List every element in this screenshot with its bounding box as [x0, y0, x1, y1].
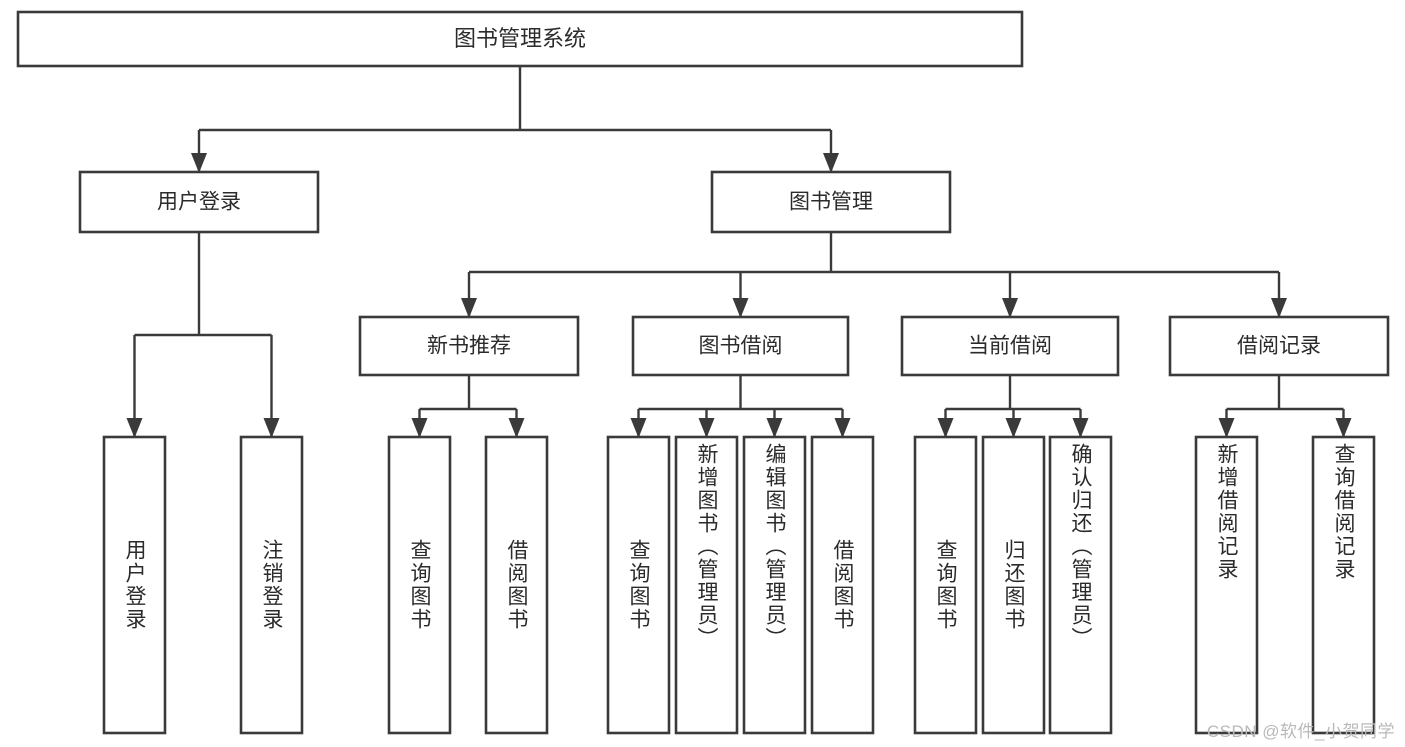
leaf-user-logout-rect: [239, 435, 304, 735]
arrow-head-icon: [508, 418, 525, 438]
arrow-head-icon: [191, 153, 207, 173]
arrow-head-icon: [126, 418, 143, 438]
arrow-head-icon: [630, 418, 647, 438]
leaf-user-login-rect: [102, 435, 167, 735]
leaf-query-book-borrow-rect: [606, 435, 671, 735]
node-user-login[interactable]: 用户登录: [78, 170, 320, 234]
arrow-head-icon: [834, 418, 851, 438]
node-current-borrow[interactable]: 当前借阅: [900, 315, 1120, 377]
node-book-manage-rect: [710, 170, 952, 234]
node-user-login-rect: [78, 170, 320, 234]
arrow-head-icon: [461, 298, 477, 318]
leaf-add-book-admin[interactable]: [674, 435, 739, 735]
leaf-query-book-current-rect: [913, 435, 978, 735]
node-borrow-record[interactable]: 借阅记录: [1168, 315, 1390, 377]
csdn-watermark: CSDN @软件_小贺同学: [1206, 722, 1395, 741]
leaf-confirm-return-admin-rect: [1048, 435, 1113, 735]
leaf-query-book-rec-rect: [387, 435, 452, 735]
leaf-edit-book-admin-rect: [742, 435, 807, 735]
root-node-book-management-system-label: 图书管理系统: [454, 26, 586, 51]
arrow-head-icon: [1335, 418, 1352, 438]
arrow-head-icon: [1072, 418, 1089, 438]
leaf-borrow-book-rec[interactable]: [484, 435, 549, 735]
leaf-user-login[interactable]: [102, 435, 167, 735]
node-book-borrow-label: 图书借阅: [699, 335, 783, 358]
node-user-login-label: 用户登录: [157, 191, 241, 214]
leaf-add-borrow-record-rect: [1194, 435, 1259, 735]
arrow-head-icon: [1218, 418, 1235, 438]
node-borrow-record-rect: [1168, 315, 1390, 377]
leaf-query-book-current[interactable]: [913, 435, 978, 735]
arrow-head-icon: [732, 298, 749, 318]
root-node-book-management-system-rect: [16, 10, 1024, 68]
node-current-borrow-label: 当前借阅: [968, 335, 1052, 358]
arrow-head-icon: [698, 418, 715, 438]
arrow-head-icon: [1002, 298, 1018, 318]
node-book-manage[interactable]: 图书管理: [710, 170, 952, 234]
arrow-head-icon: [1271, 298, 1287, 318]
node-book-manage-label: 图书管理: [789, 191, 873, 214]
leaf-query-book-borrow[interactable]: [606, 435, 671, 735]
node-new-book-recommend-rect: [358, 315, 580, 377]
arrow-head-icon: [411, 418, 428, 438]
leaf-edit-book-admin[interactable]: [742, 435, 807, 735]
leaf-return-book[interactable]: [981, 435, 1046, 735]
leaf-query-borrow-record-rect: [1311, 435, 1376, 735]
leaf-add-book-admin-rect: [674, 435, 739, 735]
leaf-borrow-book-rect: [810, 435, 875, 735]
node-book-borrow-rect: [631, 315, 850, 377]
node-book-borrow[interactable]: 图书借阅: [631, 315, 850, 377]
arrow-head-icon: [263, 418, 280, 438]
leaf-borrow-book-rec-rect: [484, 435, 549, 735]
arrow-head-icon: [937, 418, 954, 438]
leaf-borrow-book[interactable]: [810, 435, 875, 735]
node-new-book-recommend[interactable]: 新书推荐: [358, 315, 580, 377]
arrow-head-icon: [766, 418, 783, 438]
arrow-head-icon: [1005, 418, 1022, 438]
leaf-user-logout[interactable]: [239, 435, 304, 735]
leaf-query-borrow-record[interactable]: [1311, 435, 1376, 735]
node-borrow-record-label: 借阅记录: [1237, 335, 1321, 358]
root-node-book-management-system[interactable]: 图书管理系统: [16, 10, 1024, 68]
leaf-confirm-return-admin[interactable]: [1048, 435, 1113, 735]
leaf-add-borrow-record[interactable]: [1194, 435, 1259, 735]
leaf-return-book-rect: [981, 435, 1046, 735]
leaf-query-book-rec[interactable]: [387, 435, 452, 735]
node-new-book-recommend-label: 新书推荐: [427, 335, 511, 358]
connectors-layer: [126, 66, 1352, 438]
node-current-borrow-rect: [900, 315, 1120, 377]
arrow-head-icon: [823, 153, 839, 173]
